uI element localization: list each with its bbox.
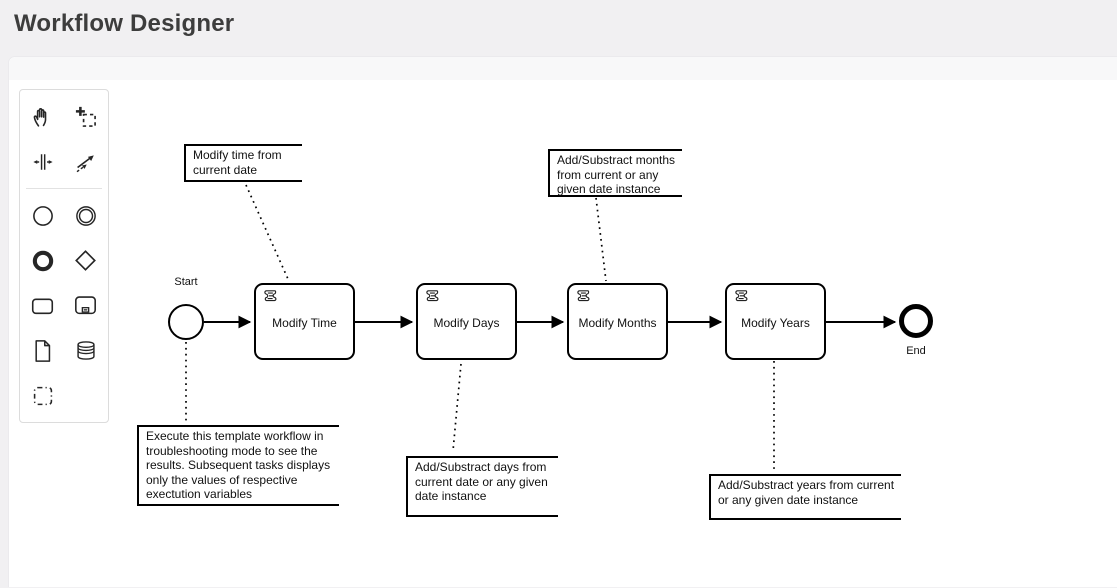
palette-separator xyxy=(26,188,102,189)
script-task-icon xyxy=(264,290,277,302)
start-event-icon xyxy=(32,205,53,226)
association-time-annotation[interactable] xyxy=(245,184,289,280)
gateway-icon xyxy=(75,250,96,271)
palette-space-tool[interactable] xyxy=(21,139,64,184)
task-icon xyxy=(31,297,54,314)
annotation-text: Add/Substract years from current or any … xyxy=(718,478,895,507)
text-annotation-execute[interactable]: Execute this template workflow in troubl… xyxy=(137,425,339,506)
text-annotation-days[interactable]: Add/Substract days from current date or … xyxy=(406,456,558,517)
text-annotation-time[interactable]: Modify time from current date xyxy=(184,144,302,182)
palette-create-gateway[interactable] xyxy=(64,238,107,283)
connect-icon xyxy=(76,155,94,173)
annotation-text: Modify time from current date xyxy=(193,148,282,177)
palette-create-data-object[interactable] xyxy=(21,328,64,373)
script-task-icon xyxy=(577,290,590,302)
palette-global-connect-tool[interactable] xyxy=(64,139,107,184)
task-modify-days[interactable]: Modify Days xyxy=(416,283,517,360)
diagram-layer: Start Modify Time Modify Days Modify Mon… xyxy=(9,57,1117,588)
page-title: Workflow Designer xyxy=(14,10,235,37)
data-object-icon xyxy=(35,339,51,362)
palette-hand-tool[interactable] xyxy=(21,94,64,139)
intermediate-event-icon xyxy=(75,205,96,226)
palette xyxy=(19,89,109,423)
group-icon xyxy=(33,386,52,405)
space-tool-icon xyxy=(32,153,53,170)
script-task-icon xyxy=(426,290,439,302)
canvas-top-band xyxy=(9,57,1117,80)
task-modify-months[interactable]: Modify Months xyxy=(567,283,668,360)
task-label: Modify Months xyxy=(578,315,657,330)
text-annotation-years[interactable]: Add/Substract years from current or any … xyxy=(709,474,901,520)
end-event-label: End xyxy=(906,345,926,357)
top-bar: Workflow Designer xyxy=(0,0,1117,56)
hand-icon xyxy=(33,108,47,127)
task-label: Modify Time xyxy=(272,315,337,330)
palette-elements-group xyxy=(20,193,108,418)
data-store-icon xyxy=(76,341,95,360)
lasso-icon xyxy=(75,106,96,127)
task-modify-years[interactable]: Modify Years xyxy=(725,283,826,360)
diagram-canvas[interactable]: Start Modify Time Modify Days Modify Mon… xyxy=(8,56,1117,587)
palette-create-start-event[interactable] xyxy=(21,193,64,238)
end-event-icon xyxy=(32,250,53,271)
task-label: Modify Years xyxy=(741,315,810,330)
text-annotation-months[interactable]: Add/Substract months from current or any… xyxy=(548,149,682,197)
palette-create-group[interactable] xyxy=(21,373,64,418)
start-event-label: Start xyxy=(174,276,198,288)
annotation-text: Add/Substract days from current date or … xyxy=(415,460,548,503)
end-event[interactable] xyxy=(899,304,933,338)
palette-create-data-store[interactable] xyxy=(64,328,107,373)
start-event[interactable] xyxy=(168,304,204,340)
subprocess-icon xyxy=(75,296,96,315)
script-task-icon xyxy=(735,290,748,302)
palette-create-subprocess[interactable] xyxy=(64,283,107,328)
task-label: Modify Days xyxy=(433,315,500,330)
palette-tools-group xyxy=(20,94,108,184)
palette-lasso-tool[interactable] xyxy=(64,94,107,139)
annotation-text: Add/Substract months from current or any… xyxy=(557,153,676,196)
palette-create-end-event[interactable] xyxy=(21,238,64,283)
connector-layer xyxy=(185,184,897,470)
palette-create-task[interactable] xyxy=(21,283,64,328)
task-modify-time[interactable]: Modify Time xyxy=(254,283,355,360)
palette-create-intermediate-event[interactable] xyxy=(64,193,107,238)
annotation-text: Execute this template workflow in troubl… xyxy=(146,429,331,501)
